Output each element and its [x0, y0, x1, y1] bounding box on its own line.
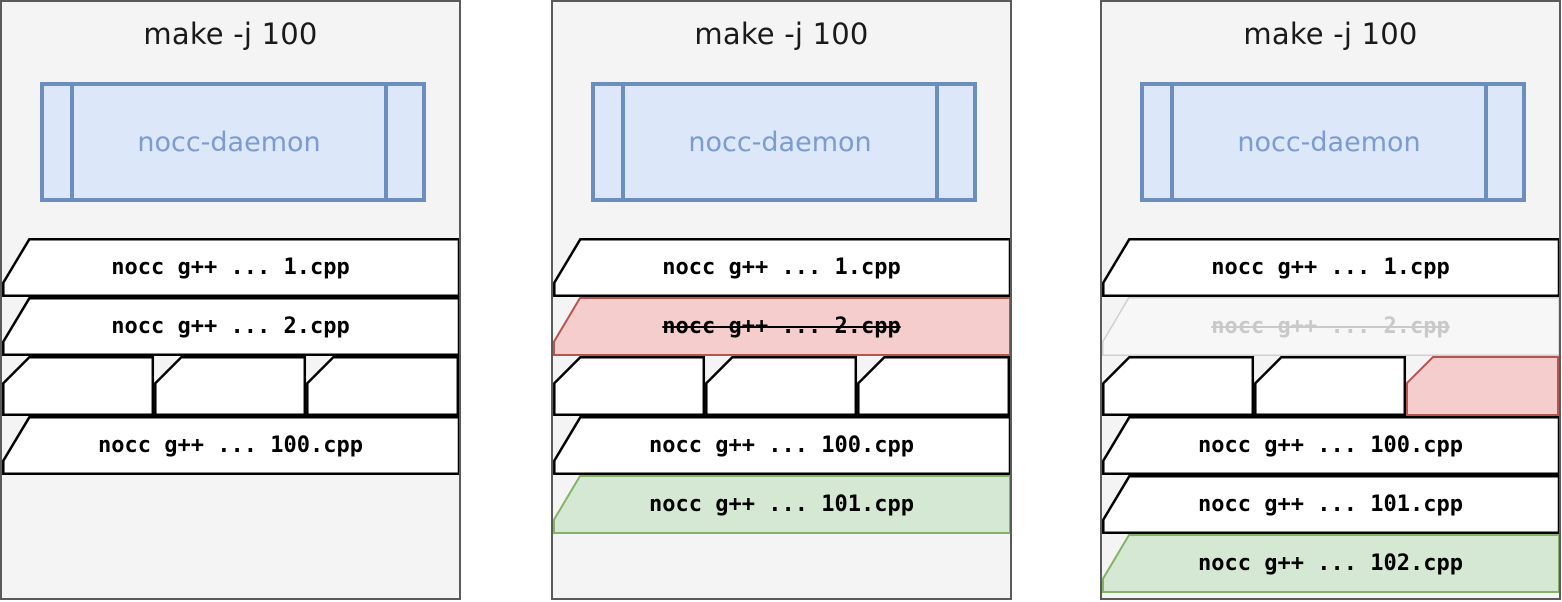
daemon-slot-left — [1144, 86, 1174, 198]
task-row-shape — [553, 238, 1010, 297]
panel-2: make -j 100 nocc-daemon nocc g++ ... 1.cpp… — [1100, 0, 1561, 600]
nocc-daemon-box: nocc-daemon — [40, 82, 426, 202]
task-row-shape — [1102, 416, 1559, 475]
panel-1: make -j 100 nocc-daemon nocc g++ ... 1.cpp… — [551, 0, 1012, 600]
task-row[interactable]: nocc g++ ... 101.cpp — [553, 475, 1010, 534]
panel-title: make -j 100 — [143, 17, 318, 51]
daemon-label: nocc-daemon — [137, 126, 321, 158]
task-row-shape — [2, 416, 459, 475]
panel-0: make -j 100 nocc-daemon nocc g++ ... 1.cpp… — [0, 0, 461, 600]
daemon-slot-main: nocc-daemon — [74, 86, 388, 198]
daemon-slot-left — [44, 86, 74, 198]
task-row-ellipsis — [1102, 356, 1559, 416]
task-row[interactable]: nocc g++ ... 2.cpp — [553, 297, 1010, 356]
nocc-daemon-box: nocc-daemon — [591, 82, 977, 202]
task-row-shape — [1102, 238, 1559, 297]
task-row[interactable]: nocc g++ ... 100.cpp — [2, 416, 459, 475]
task-row-shape — [553, 416, 1010, 475]
task-row-shape — [553, 475, 1010, 534]
task-row[interactable]: nocc g++ ... 1.cpp — [553, 238, 1010, 297]
daemon-slot-right — [388, 86, 422, 198]
panel-title: make -j 100 — [694, 17, 869, 51]
daemon-slot-left — [595, 86, 625, 198]
task-row-shape — [553, 297, 1010, 356]
task-row[interactable]: nocc g++ ... 2.cpp — [1102, 297, 1559, 356]
task-row[interactable]: nocc g++ ... 100.cpp — [553, 416, 1010, 475]
task-row-shape — [1102, 534, 1559, 593]
daemon-slot-main: nocc-daemon — [1174, 86, 1488, 198]
daemon-slot-right — [1488, 86, 1522, 198]
panel-title: make -j 100 — [1243, 17, 1418, 51]
task-row[interactable]: nocc g++ ... 102.cpp — [1102, 534, 1559, 593]
daemon-slot-main: nocc-daemon — [625, 86, 939, 198]
daemon-label: nocc-daemon — [1237, 126, 1421, 158]
daemon-label: nocc-daemon — [688, 126, 872, 158]
task-row[interactable]: nocc g++ ... 101.cpp — [1102, 475, 1559, 534]
task-row-shape — [1102, 475, 1559, 534]
task-row-ellipsis — [2, 356, 459, 416]
task-row[interactable]: nocc g++ ... 1.cpp — [2, 238, 459, 297]
task-row-shape — [2, 238, 459, 297]
task-row-ellipsis — [553, 356, 1010, 416]
task-row[interactable]: nocc g++ ... 2.cpp — [2, 297, 459, 356]
nocc-daemon-box: nocc-daemon — [1140, 82, 1526, 202]
task-row[interactable]: nocc g++ ... 100.cpp — [1102, 416, 1559, 475]
task-row-shape — [2, 297, 459, 356]
task-row[interactable]: nocc g++ ... 1.cpp — [1102, 238, 1559, 297]
task-row-shape — [1102, 297, 1559, 356]
daemon-slot-right — [939, 86, 973, 198]
